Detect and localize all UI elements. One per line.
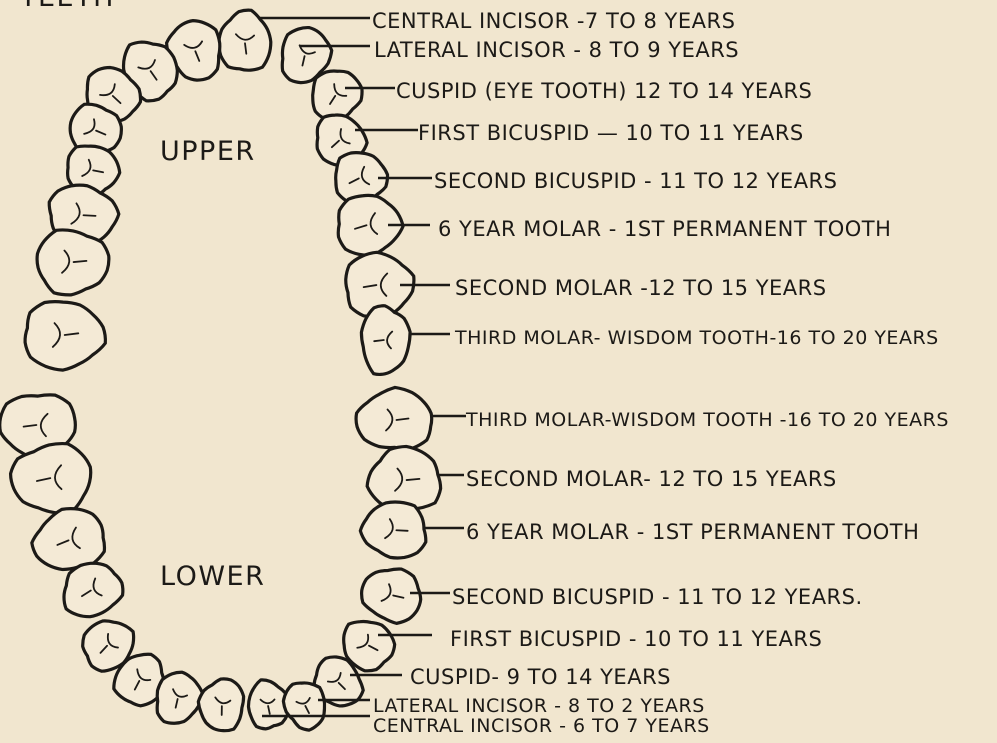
upper-jaw-label: UPPER <box>160 136 256 167</box>
upper-tooth-9-outline <box>25 302 105 370</box>
upper-label-3: CUSPID (EYE TOOTH) 12 TO 14 YEARS <box>396 79 812 103</box>
upper-tooth-16-outline <box>361 306 410 375</box>
lower-label-7: LATERAL INCISOR - 8 TO 2 YEARS <box>373 695 705 717</box>
lower-label-3: 6 YEAR MOLAR - 1ST PERMANENT TOOTH <box>466 520 919 544</box>
teeth-layer <box>0 10 442 735</box>
lower-label-1: THIRD MOLAR-WISDOM TOOTH -16 TO 20 YEARS <box>465 409 949 431</box>
lower-jaw-label: LOWER <box>160 561 265 592</box>
lower-tooth-8-outline <box>195 676 246 733</box>
lower-label-5: FIRST BICUSPID - 10 TO 11 YEARS <box>450 627 822 651</box>
lower-tooth-10-outline <box>356 387 432 448</box>
lower-label-2: SECOND MOLAR- 12 TO 15 YEARS <box>466 467 837 491</box>
lower-tooth-10 <box>356 387 432 448</box>
upper-label-4: FIRST BICUSPID — 10 TO 11 YEARS <box>418 121 804 145</box>
lower-label-4: SECOND BICUSPID - 11 TO 12 YEARS. <box>452 585 863 609</box>
upper-label-8: THIRD MOLAR- WISDOM TOOTH-16 TO 20 YEARS <box>454 327 939 349</box>
upper-label-5: SECOND BICUSPID - 11 TO 12 YEARS <box>434 169 837 193</box>
lower-label-6: CUSPID- 9 TO 14 YEARS <box>410 665 671 689</box>
title-fragment: TEETH <box>19 0 115 13</box>
upper-tooth-16 <box>361 306 410 375</box>
upper-tooth-8-outline <box>36 229 110 296</box>
lower-tooth-8 <box>195 676 246 733</box>
upper-tooth-9 <box>25 302 105 370</box>
upper-label-6: 6 YEAR MOLAR - 1ST PERMANENT TOOTH <box>438 217 891 241</box>
upper-label-2: LATERAL INCISOR - 8 TO 9 YEARS <box>374 38 739 62</box>
upper-label-7: SECOND MOLAR -12 TO 15 YEARS <box>455 276 827 300</box>
upper-tooth-8 <box>36 229 110 296</box>
lower-label-8: CENTRAL INCISOR - 6 TO 7 YEARS <box>373 715 710 737</box>
tooth-labels: CENTRAL INCISOR -7 TO 8 YEARS LATERAL INC… <box>372 9 949 737</box>
upper-label-1: CENTRAL INCISOR -7 TO 8 YEARS <box>372 9 735 33</box>
